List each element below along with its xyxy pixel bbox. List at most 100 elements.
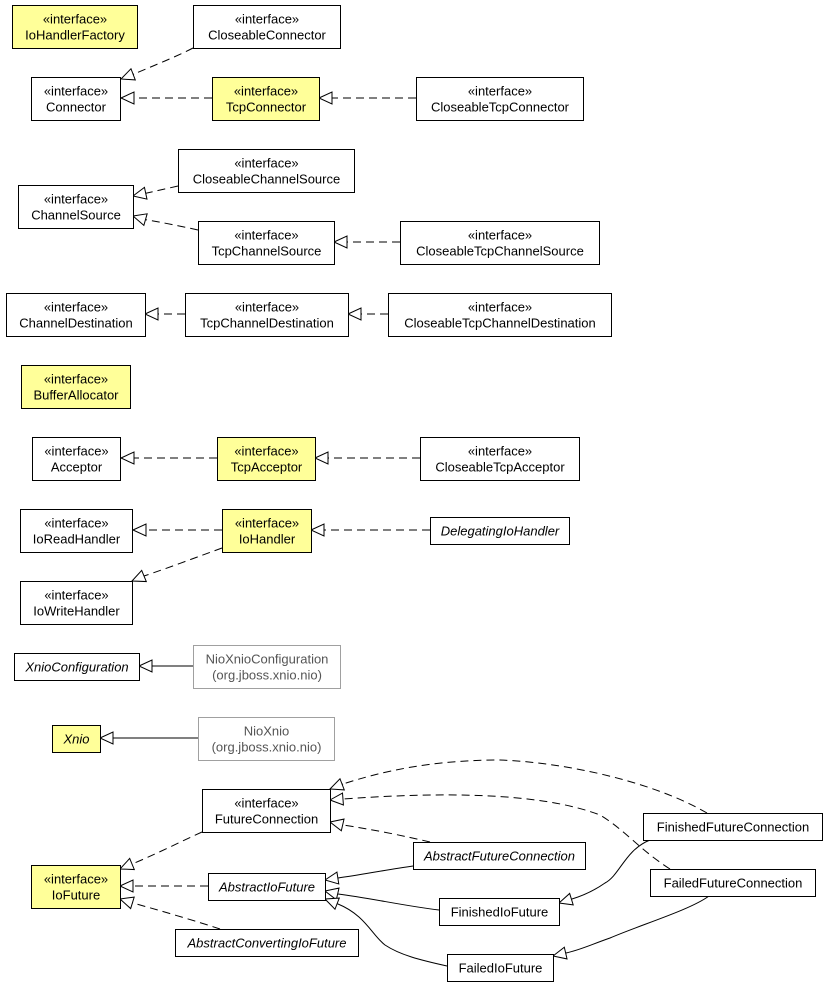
class-node-closeable-tcp-acceptor[interactable]: «interface»CloseableTcpAcceptor: [420, 437, 580, 481]
class-name-label: ChannelSource: [31, 208, 121, 223]
stereotype-label: «interface»: [235, 12, 299, 27]
class-node-abstract-future-connection[interactable]: AbstractFutureConnection: [413, 842, 586, 870]
hollow-triangle-arrowhead: [119, 451, 135, 465]
realization-line: [143, 547, 223, 577]
class-node-closeable-tcp-connector[interactable]: «interface»CloseableTcpConnector: [416, 77, 584, 121]
stereotype-label: «interface»: [44, 300, 108, 315]
class-box: [222, 509, 312, 553]
edge-failed-io-future-to-abstract-io-future: [323, 897, 448, 967]
stereotype-label: «interface»: [234, 156, 298, 171]
generalization-line: [565, 895, 710, 954]
class-node-closeable-connector[interactable]: «interface»CloseableConnector: [193, 5, 341, 49]
realization-line: [132, 902, 221, 930]
hollow-triangle-arrowhead: [332, 235, 348, 249]
hollow-triangle-arrowhead: [551, 946, 568, 960]
stereotype-label: «interface»: [468, 228, 532, 243]
class-name-label: BufferAllocator: [33, 388, 119, 403]
stereotype-label: «interface»: [235, 300, 299, 315]
class-name-label: XnioConfiguration: [24, 660, 128, 675]
class-node-channel-source[interactable]: «interface»ChannelSource: [18, 185, 134, 229]
class-box: [388, 293, 612, 337]
class-box: [18, 185, 134, 229]
class-node-io-handler-factory[interactable]: «interface»IoHandlerFactory: [12, 5, 138, 49]
class-node-finished-future-connection[interactable]: FinishedFutureConnection: [643, 813, 823, 841]
class-node-finished-io-future[interactable]: FinishedIoFuture: [439, 898, 560, 926]
class-box: [14, 653, 140, 681]
hollow-triangle-arrowhead: [130, 569, 148, 583]
edge-io-handler-to-io-read-handler: [131, 523, 222, 537]
class-name-label: FutureConnection: [215, 812, 318, 827]
class-node-xnio[interactable]: Xnio: [52, 725, 101, 753]
class-node-closeable-tcp-channel-source[interactable]: «interface»CloseableTcpChannelSource: [400, 221, 600, 265]
edge-io-handler-to-io-write-handler: [130, 547, 223, 583]
class-box: [178, 149, 355, 193]
class-node-xnio-configuration[interactable]: XnioConfiguration: [14, 653, 140, 681]
class-name-label: CloseableTcpConnector: [431, 100, 570, 115]
class-node-future-connection[interactable]: «interface»FutureConnection: [202, 789, 331, 833]
edge-closeable-tcp-channel-destination-to-tcp-channel-destination: [346, 307, 388, 321]
hollow-triangle-arrowhead: [323, 871, 340, 885]
generalization-line: [337, 903, 448, 967]
class-name-label: DelegatingIoHandler: [441, 524, 560, 539]
class-name-label: NioXnio: [244, 724, 290, 739]
class-name-label: ChannelDestination: [19, 316, 132, 331]
stereotype-label: «interface»: [44, 516, 108, 531]
class-node-io-write-handler[interactable]: «interface»IoWriteHandler: [20, 581, 133, 625]
class-node-failed-io-future[interactable]: FailedIoFuture: [447, 954, 554, 982]
class-node-abstract-io-future[interactable]: AbstractIoFuture: [208, 873, 326, 901]
nodes-layer: «interface»IoHandlerFactory«interface»Cl…: [6, 5, 823, 982]
generalization-line: [571, 839, 651, 900]
package-label: (org.jboss.xnio.nio): [212, 668, 322, 683]
stereotype-label: «interface»: [234, 796, 298, 811]
hollow-triangle-arrowhead: [118, 896, 135, 910]
package-label: (org.jboss.xnio.nio): [212, 740, 322, 755]
hollow-triangle-arrowhead: [119, 67, 137, 81]
class-name-label: AbstractConvertingIoFuture: [187, 936, 347, 951]
hollow-triangle-arrowhead: [323, 887, 340, 901]
class-node-nio-xnio-configuration[interactable]: NioXnioConfiguration(org.jboss.xnio.nio): [193, 645, 341, 689]
class-node-tcp-channel-source[interactable]: «interface»TcpChannelSource: [198, 221, 335, 265]
hollow-triangle-arrowhead: [131, 186, 148, 200]
class-node-nio-xnio[interactable]: NioXnio(org.jboss.xnio.nio): [198, 717, 335, 761]
class-node-closeable-channel-source[interactable]: «interface»CloseableChannelSource: [178, 149, 355, 193]
class-node-io-future[interactable]: «interface»IoFuture: [31, 865, 121, 909]
class-name-label: TcpAcceptor: [231, 460, 303, 475]
class-node-closeable-tcp-channel-destination[interactable]: «interface»CloseableTcpChannelDestinatio…: [388, 293, 612, 337]
stereotype-label: «interface»: [234, 444, 298, 459]
class-node-channel-destination[interactable]: «interface»ChannelDestination: [6, 293, 146, 337]
class-node-abstract-converting-io-future[interactable]: AbstractConvertingIoFuture: [175, 929, 359, 957]
stereotype-label: «interface»: [468, 300, 532, 315]
edge-failed-future-connection-to-failed-io-future: [551, 895, 710, 960]
class-box: [185, 293, 349, 337]
stereotype-label: «interface»: [44, 872, 108, 887]
class-name-label: TcpChannelSource: [212, 244, 322, 259]
hollow-triangle-arrowhead: [118, 879, 134, 893]
class-name-label: CloseableTcpAcceptor: [435, 460, 565, 475]
stereotype-label: «interface»: [44, 588, 108, 603]
stereotype-label: «interface»: [235, 516, 299, 531]
edge-closeable-channel-source-to-channel-source: [131, 185, 179, 200]
class-name-label: FailedIoFuture: [459, 961, 543, 976]
class-name-label: IoFuture: [52, 888, 100, 903]
edge-finished-future-connection-to-future-connection: [328, 759, 708, 814]
class-node-tcp-acceptor[interactable]: «interface»TcpAcceptor: [217, 437, 316, 481]
class-box: [198, 717, 335, 761]
edge-abstract-future-connection-to-future-connection: [328, 818, 431, 843]
class-name-label: NioXnioConfiguration: [206, 652, 329, 667]
hollow-triangle-arrowhead: [131, 523, 147, 537]
stereotype-label: «interface»: [468, 444, 532, 459]
class-node-tcp-channel-destination[interactable]: «interface»TcpChannelDestination: [185, 293, 349, 337]
class-node-acceptor[interactable]: «interface»Acceptor: [32, 437, 121, 481]
stereotype-label: «interface»: [234, 84, 298, 99]
class-node-connector[interactable]: «interface»Connector: [31, 77, 121, 121]
class-node-delegating-io-handler[interactable]: DelegatingIoHandler: [430, 517, 570, 545]
class-box: [198, 221, 335, 265]
class-name-label: FailedFutureConnection: [664, 876, 803, 891]
class-node-failed-future-connection[interactable]: FailedFutureConnection: [650, 869, 816, 897]
class-node-io-read-handler[interactable]: «interface»IoReadHandler: [20, 509, 133, 553]
class-node-io-handler[interactable]: «interface»IoHandler: [222, 509, 312, 553]
edge-tcp-channel-source-to-channel-source: [131, 213, 199, 231]
hollow-triangle-arrowhead: [98, 731, 114, 745]
class-node-tcp-connector[interactable]: «interface»TcpConnector: [212, 77, 320, 121]
class-node-buffer-allocator[interactable]: «interface»BufferAllocator: [21, 365, 131, 409]
